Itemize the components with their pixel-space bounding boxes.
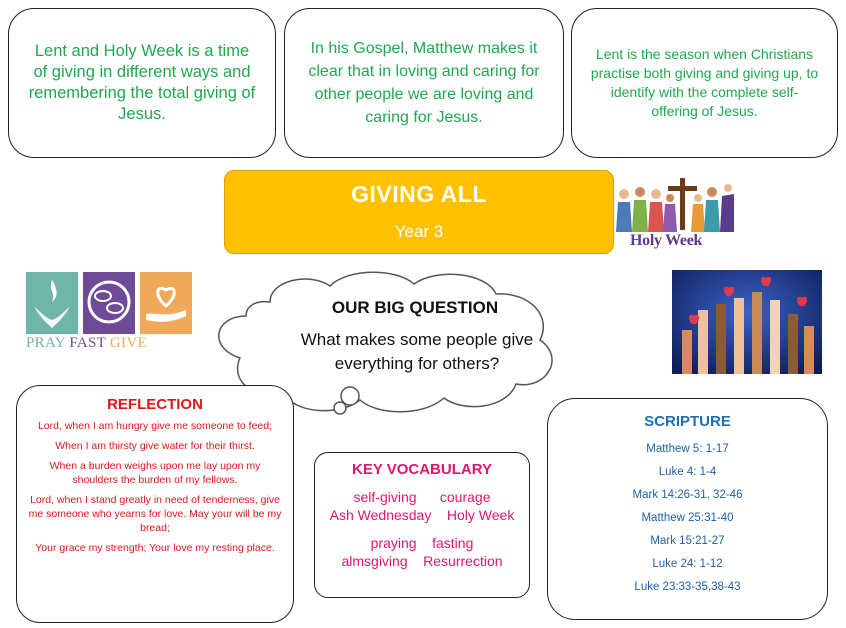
scripture-box: SCRIPTURE Matthew 5: 1-17 Luke 4: 1-4 Ma… [547, 398, 828, 620]
vocabulary-line: almsgiving Resurrection [341, 553, 503, 569]
vocabulary-line: praying fasting [370, 535, 474, 551]
praying-hands-icon [34, 280, 70, 328]
scripture-ref: Luke 4: 1-4 [658, 466, 717, 478]
scripture-ref: Matthew 5: 1-17 [646, 443, 729, 455]
pray-tile [26, 272, 78, 334]
pray-fast-give-logo: PRAY FAST GIVE [26, 272, 196, 362]
heart-hand-icon [146, 287, 186, 322]
holy-week-figures-icon [616, 178, 734, 232]
intro-text: Lent and Holy Week is a time of giving i… [28, 42, 256, 123]
scripture-ref: Matthew 25:31-40 [641, 512, 734, 524]
holy-week-logo-text: Holy Week [630, 232, 703, 249]
reflection-title: REFLECTION [107, 396, 203, 413]
vocabulary-line: Ash Wednesday Holy Week [329, 507, 515, 523]
big-question-title: OUR BIG QUESTION [331, 298, 499, 317]
reflection-line: Lord, when I am hungry give me someone t… [37, 420, 273, 432]
give-word: GIVE [109, 335, 147, 351]
title-banner: GIVING ALL Year 3 [224, 170, 614, 254]
fish-circle-icon [87, 280, 131, 324]
reflection-box: REFLECTION Lord, when I am hungry give m… [16, 385, 294, 623]
scripture-ref: Luke 23:33-35,38-43 [634, 581, 741, 593]
pray-fast-give-words: PRAY FAST GIVE [26, 335, 196, 352]
reflection-line: Lord, when I stand greatly in need of te… [28, 494, 282, 534]
intro-text: Lent is the season when Christians pract… [590, 46, 819, 119]
scripture-ref: Luke 24: 1-12 [652, 558, 723, 570]
intro-box-lent: Lent and Holy Week is a time of giving i… [8, 8, 276, 158]
scripture-title: SCRIPTURE [644, 413, 731, 430]
scripture-ref: Mark 14:26-31, 32-46 [632, 489, 743, 501]
fast-tile [83, 272, 135, 334]
page-title: GIVING ALL [351, 181, 487, 207]
fast-word: FAST [69, 335, 106, 351]
pray-word: PRAY [26, 335, 66, 351]
reflection-line: When I am thirsty give water for their t… [55, 440, 255, 452]
raised-hands-hearts-image [672, 270, 822, 374]
thought-cloud [218, 271, 553, 415]
intro-box-matthew: In his Gospel, Matthew makes it clear th… [284, 8, 564, 158]
give-tile [140, 272, 192, 334]
intro-text: In his Gospel, Matthew makes it clear th… [308, 40, 540, 126]
reflection-line: When a burden weighs upon me lay upon my… [49, 460, 261, 486]
year-label: Year 3 [394, 222, 444, 241]
big-question-text: What makes some people give everything f… [300, 330, 534, 373]
key-vocabulary-box: KEY VOCABULARY self-giving courage Ash W… [314, 452, 530, 598]
vocabulary-line: self-giving courage [353, 489, 491, 505]
scripture-ref: Mark 15:21-27 [650, 535, 725, 547]
key-vocabulary-title: KEY VOCABULARY [351, 461, 493, 478]
intro-box-season: Lent is the season when Christians pract… [571, 8, 838, 158]
reflection-line: Your grace my strength; Your love my res… [35, 542, 275, 554]
